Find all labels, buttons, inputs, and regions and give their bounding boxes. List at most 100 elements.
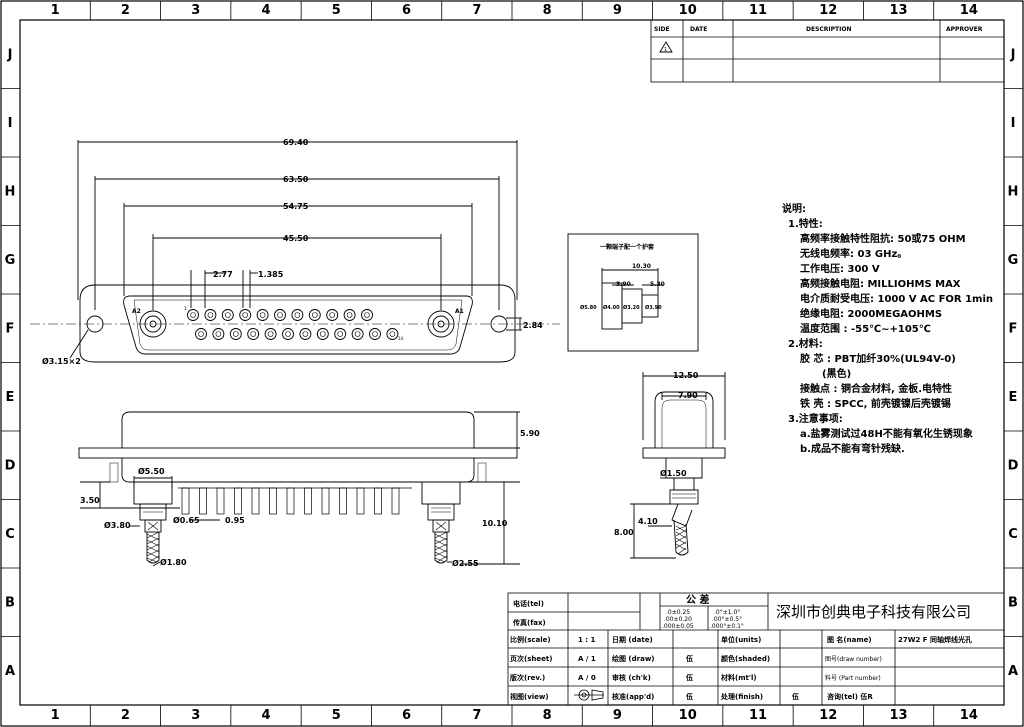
tb-draw-value: 伍 — [685, 654, 693, 663]
zone-row-label: F — [1009, 321, 1018, 336]
rev-header-side: SIDE — [654, 26, 670, 33]
zone-column-label: 5 — [332, 708, 341, 723]
dim-pin-pitch: 2.77 — [213, 270, 233, 279]
zone-column-label: 3 — [191, 3, 200, 18]
dim-end-1-50: Ø1.50 — [660, 468, 687, 478]
note-line: 无线电频率: 03 GHz。 — [799, 247, 907, 260]
zone-column-label: 1 — [51, 3, 60, 18]
contact-pin-core — [337, 331, 344, 337]
zone-column-label: 13 — [890, 708, 908, 723]
contact-pin-core — [250, 331, 256, 337]
zone-column-label: 3 — [191, 708, 200, 723]
dim-front-45-50: 45.50 — [283, 234, 309, 243]
tb-company-name: 深圳市创典电子科技有限公司 — [776, 603, 971, 621]
note-line: 1.特性: — [788, 217, 823, 230]
tb-name-label: 图 名(name) — [827, 635, 872, 644]
note-line: 2.材料: — [788, 337, 823, 350]
contact-pin-row1 — [204, 309, 217, 321]
contact-pin-row2 — [369, 328, 381, 340]
contact-pin-core — [354, 331, 361, 337]
tb-fax-label: 传真(fax) — [512, 618, 546, 627]
tb-sheet-label: 页次(sheet) — [510, 654, 552, 663]
tb-tol-6: .000°±0.1° — [710, 623, 744, 630]
contact-pin-core — [364, 312, 370, 318]
dim-front-54-75: 54.75 — [283, 202, 309, 211]
solder-pin — [356, 487, 365, 515]
zone-row-label: F — [6, 321, 15, 336]
solder-pin — [374, 487, 382, 515]
zone-row-label: I — [1011, 116, 1016, 131]
note-line: a.盐雾测试过48H不能有氧化生锈现象 — [800, 427, 973, 440]
note-line: 电介质耐受电压: 1000 V AC FOR 1min — [800, 292, 993, 305]
label-coax-a1: A1 — [455, 308, 464, 315]
side-pin-row — [178, 487, 412, 515]
zone-row-label: J — [1010, 47, 1016, 62]
zone-column-label: 5 — [332, 3, 341, 18]
zone-column-label: 9 — [613, 3, 622, 18]
note-line: 胶 芯 : PBT加纤30%(UL94V-0) — [800, 352, 956, 365]
contact-pin-core — [302, 331, 309, 337]
contact-pin-row1 — [187, 309, 199, 321]
contact-pin-row2 — [247, 328, 260, 340]
contact-pin-core — [233, 331, 239, 337]
contact-pin-row1 — [361, 309, 373, 321]
tb-tel-label: 电话(tel) — [513, 599, 544, 608]
zone-row-label: A — [5, 664, 15, 679]
end-cable-hatching — [672, 493, 696, 555]
tb-tol-2: .00±0.20 — [664, 616, 692, 623]
zone-row-label: I — [8, 116, 13, 131]
revision-table — [650, 19, 1005, 83]
solder-pin — [391, 487, 400, 515]
tb-sheet-value: A / 1 — [578, 655, 596, 663]
label-coax-a2: A2 — [132, 308, 141, 315]
solder-pin — [181, 487, 190, 515]
tb-drawno-label: 图号(draw number) — [825, 656, 882, 663]
projection-symbol-icon — [574, 689, 604, 701]
zone-column-label: 1 — [51, 708, 60, 723]
tb-name-value: 27W2 F 同轴焊线光孔 — [898, 635, 972, 644]
side-view — [78, 411, 520, 567]
dim-mounting-hole: Ø3.15×2 — [42, 356, 81, 366]
solder-pin — [251, 487, 260, 515]
zone-row-label: B — [5, 595, 15, 610]
contact-pin-row2 — [195, 328, 207, 340]
tb-date-label: 日期 (date) — [612, 635, 653, 644]
contact-pin-core — [198, 331, 204, 337]
zone-column-label: 4 — [261, 708, 270, 723]
contact-pin-row2 — [212, 328, 225, 340]
contact-pin-core — [285, 331, 291, 337]
cable-hatching — [143, 507, 451, 563]
dim-boot-5-80: Ø5.80 — [580, 304, 597, 311]
contact-pin-row1 — [274, 309, 286, 321]
zone-column-label: 7 — [472, 708, 481, 723]
tb-scale-label: 比例(scale) — [510, 635, 551, 644]
zone-column-label: 11 — [749, 3, 767, 18]
note-line: 温度范围 : -55℃~+105℃ — [800, 322, 931, 335]
note-line: 3.注意事项: — [788, 412, 843, 425]
tb-check-value: 伍 — [685, 673, 693, 682]
contact-pin-core — [190, 312, 196, 318]
tb-tol-1: .0±0.25 — [666, 609, 690, 616]
contact-pin-core — [242, 312, 248, 318]
rev-header-approver: APPROVER — [946, 26, 983, 33]
zone-row-label: C — [1008, 527, 1018, 542]
tb-view-label: 视图(view) — [510, 692, 549, 701]
note-line: 高频率接触特性阻抗: 50或75 OHM — [800, 232, 966, 245]
contact-pin-row2 — [264, 328, 277, 340]
contact-pin-row1 — [221, 309, 234, 321]
zone-row-label: G — [5, 253, 16, 268]
zone-row-label: A — [1008, 664, 1018, 679]
contact-pin-core — [389, 331, 396, 337]
zone-row-label: D — [5, 458, 16, 473]
tb-tol-5: .00°±0.5° — [712, 616, 742, 623]
tb-rev-value: A / 0 — [578, 674, 596, 682]
zone-row-label: C — [5, 527, 15, 542]
solder-pin — [234, 487, 242, 515]
label-pin-1: 1 — [184, 306, 187, 311]
front-pin-grid — [187, 309, 399, 340]
dim-boot-4-00: Ø4.00 — [603, 304, 620, 311]
contact-pin-core — [225, 312, 231, 318]
zone-column-label: 9 — [613, 708, 622, 723]
